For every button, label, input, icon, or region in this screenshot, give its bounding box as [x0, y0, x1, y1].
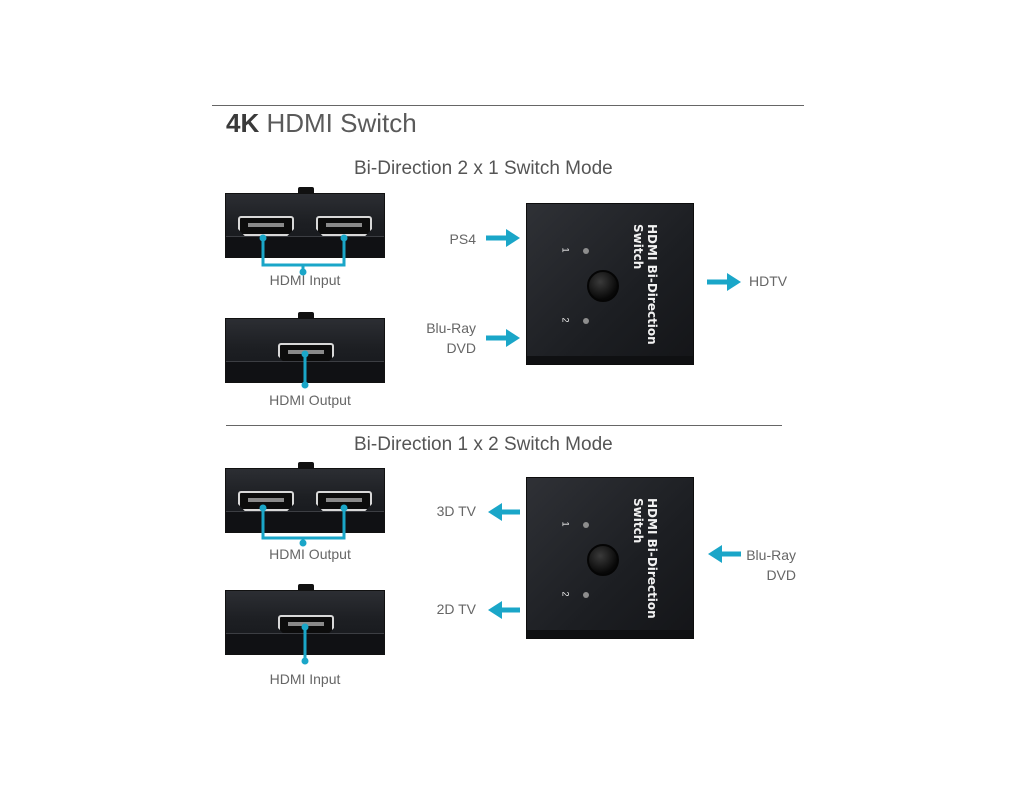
switch-button[interactable]: [587, 270, 619, 302]
device-knob: [298, 462, 314, 469]
mode2-dot: [259, 504, 267, 512]
mode2-top-connector: [261, 508, 346, 543]
led-1: [583, 248, 589, 254]
mode1-output-label-hdtv: HDTV: [749, 273, 788, 289]
led-2: [583, 592, 589, 598]
mode2-dot: [301, 623, 309, 631]
mode2-arrowhead-3dtv: [488, 503, 502, 521]
hdmi-port-1: [238, 216, 294, 236]
page-title: 4K HDMI Switch: [226, 108, 417, 139]
mode2-dot: [301, 657, 309, 665]
led-2: [583, 318, 589, 324]
led-1: [583, 522, 589, 528]
mode1-heading: Bi-Direction 2 x 1 Switch Mode: [354, 158, 613, 179]
switch-brand-text: HDMI Bi-Direction Switch: [631, 498, 659, 619]
mode2-arrowhead-bluray: [708, 545, 722, 563]
device-knob: [298, 584, 314, 591]
device-knob: [298, 187, 314, 194]
mode1-input-label-bluray: Blu-Ray DVD: [426, 320, 476, 356]
mode2-arrowhead-2dtv: [488, 601, 502, 619]
mode2-dot: [299, 539, 307, 547]
hdmi-port-1: [238, 491, 294, 511]
mode1-bottom-port-label: HDMI Output: [269, 392, 351, 408]
mode2-switch-device: HDMI Bi-Direction Switch 1 2: [526, 477, 694, 639]
device-edge: [527, 630, 693, 638]
mode1-arrowhead-hdtv: [727, 273, 741, 291]
mode1-dual-port-device: [225, 187, 385, 258]
mode1-dot: [340, 234, 348, 242]
title-rest: HDMI Switch: [259, 108, 417, 138]
mode1-arrowhead-bluray: [506, 329, 520, 347]
device-knob: [298, 312, 314, 319]
mode2-top-port-label: HDMI Output: [269, 546, 351, 562]
mode1-switch-device: HDMI Bi-Direction Switch 1 2: [526, 203, 694, 365]
mode1-dot: [259, 234, 267, 242]
device-edge: [527, 356, 693, 364]
mode1-top-port-label: HDMI Input: [269, 272, 341, 288]
mode1-arrowhead-ps4: [506, 229, 520, 247]
top-divider: [212, 105, 804, 106]
title-bold: 4K: [226, 108, 260, 138]
mode1-input-label-ps4: PS4: [449, 231, 476, 247]
switch-brand-text: HDMI Bi-Direction Switch: [631, 224, 659, 345]
mode1-dot: [301, 381, 309, 389]
mode1-dot: [299, 268, 307, 276]
mode1-top-connector: [261, 238, 346, 272]
mode2-bottom-port-label: HDMI Input: [269, 671, 341, 687]
mode2-dot: [340, 504, 348, 512]
mode1-dot: [301, 350, 309, 358]
switch-button[interactable]: [587, 544, 619, 576]
mode2-heading: Bi-Direction 1 x 2 Switch Mode: [354, 434, 613, 455]
mode2-output-label-2dtv: 2D TV: [436, 601, 476, 617]
middle-divider: [226, 425, 782, 426]
mode2-input-label-bluray: Blu-Ray DVD: [746, 547, 796, 583]
mode2-output-label-3dtv: 3D TV: [436, 503, 476, 519]
